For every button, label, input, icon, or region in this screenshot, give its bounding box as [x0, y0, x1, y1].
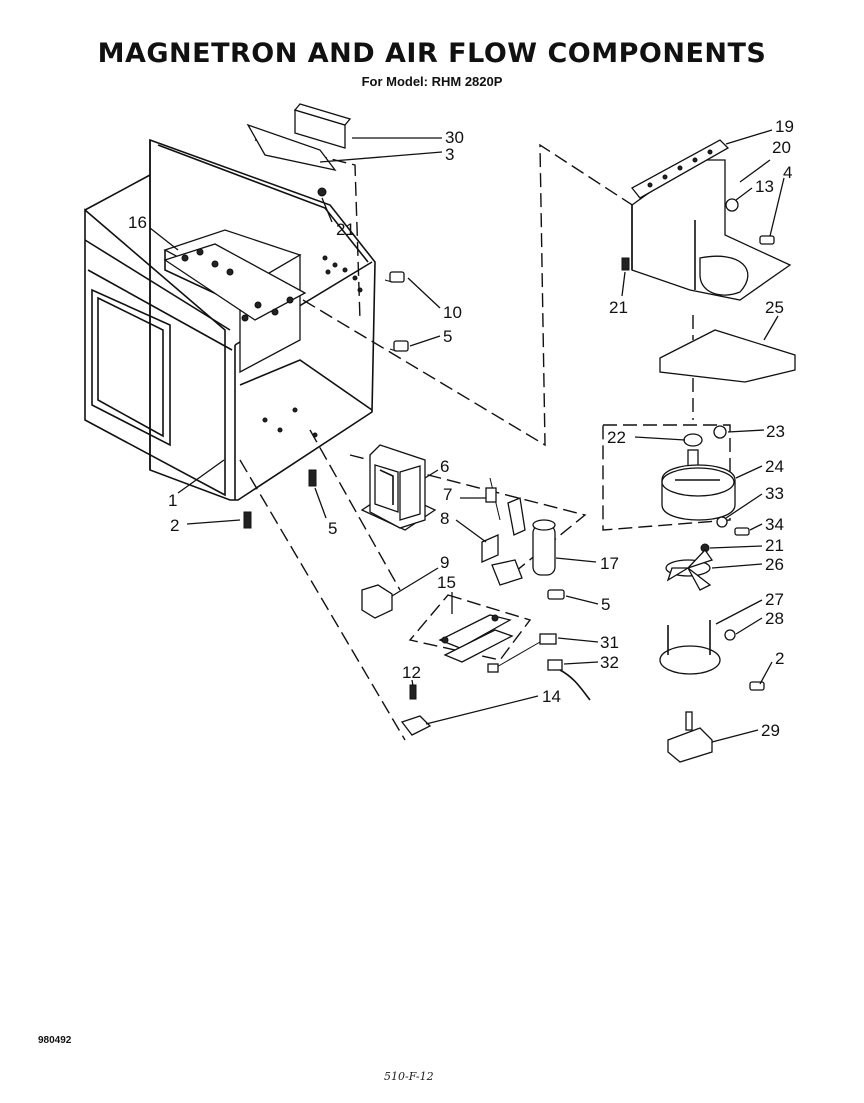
callout-1: 1 — [168, 491, 177, 510]
guide-line — [302, 143, 641, 447]
callout-24: 24 — [765, 457, 784, 476]
callout-5: 5 — [601, 595, 610, 614]
screw-10 — [384, 271, 405, 283]
screw-2-right — [749, 681, 765, 691]
connector-9 — [361, 584, 393, 619]
fan-motor-24 — [661, 449, 736, 521]
callout-15: 15 — [437, 573, 456, 592]
callout-7: 7 — [443, 485, 452, 504]
clip-21-right — [621, 257, 630, 271]
screw-2-left — [243, 511, 252, 529]
callout-27: 27 — [765, 590, 784, 609]
callout-19: 19 — [775, 117, 794, 136]
callout-30: 30 — [445, 128, 464, 147]
bracket-30 — [293, 103, 352, 149]
callout-3: 3 — [445, 145, 454, 164]
callout-33: 33 — [765, 484, 784, 503]
callout-28: 28 — [765, 609, 784, 628]
nut-23 — [713, 425, 727, 439]
screw-34 — [734, 527, 750, 536]
capacitor-17 — [491, 519, 556, 586]
callout-25: 25 — [765, 298, 784, 317]
drawing-code: 980492 — [38, 1035, 72, 1046]
callout-12: 12 — [402, 663, 421, 682]
callout-14: 14 — [542, 687, 561, 706]
callout-34: 34 — [765, 515, 784, 534]
bracket-27 — [659, 620, 721, 675]
guide-line — [408, 594, 532, 661]
callout-4: 4 — [783, 163, 792, 182]
screw-21-top — [317, 187, 327, 197]
wire-32 — [547, 659, 591, 701]
washer-22 — [683, 433, 703, 447]
callout-16: 16 — [128, 213, 147, 232]
callout-2: 2 — [775, 649, 784, 668]
callout-13: 13 — [755, 177, 774, 196]
callout-9: 9 — [440, 553, 449, 572]
air-duct-20 — [631, 159, 792, 301]
plate-3 — [246, 123, 337, 171]
screw-4 — [759, 235, 775, 245]
cabinet-assembly — [84, 138, 376, 501]
bracket-19 — [631, 139, 730, 199]
callout-10: 10 — [443, 303, 462, 322]
callout-21: 21 — [609, 298, 628, 317]
guide-line — [309, 429, 401, 591]
callout-26: 26 — [765, 555, 784, 574]
diode-7 — [485, 477, 526, 536]
callout-5: 5 — [328, 519, 337, 538]
screw-5-mid — [308, 469, 317, 487]
callout-21: 21 — [336, 220, 355, 239]
callout-17: 17 — [600, 554, 619, 573]
diagram-title: MAGNETRON AND AIR FLOW COMPONENTS — [97, 38, 767, 69]
screw-12 — [409, 684, 417, 700]
callout-23: 23 — [766, 422, 785, 441]
shield-25 — [659, 329, 796, 383]
clip-14 — [400, 715, 432, 736]
callout-5: 5 — [443, 327, 452, 346]
guide-line — [239, 459, 406, 741]
callout-6: 6 — [440, 457, 449, 476]
bracket-8 — [481, 534, 499, 563]
guide-line — [254, 139, 361, 321]
callout-8: 8 — [440, 509, 449, 528]
callout-2: 2 — [170, 516, 179, 535]
wire-31 — [487, 633, 557, 673]
callout-32: 32 — [600, 653, 619, 672]
fan-blade-26 — [665, 548, 714, 591]
screw-33 — [716, 516, 728, 528]
callout-31: 31 — [600, 633, 619, 652]
nut-13 — [725, 198, 739, 212]
stirrer-motor-29 — [667, 711, 713, 763]
guide-line — [602, 424, 731, 531]
model-subtitle: For Model: RHM 2820P — [361, 74, 503, 89]
leader-lines — [149, 129, 785, 743]
screw-5-lower — [547, 589, 565, 600]
guide-line — [349, 454, 587, 581]
nut-28 — [724, 629, 736, 641]
board-15 — [438, 614, 514, 663]
screw-5-top — [389, 340, 409, 352]
transformer-6 — [360, 444, 437, 531]
callout-22: 22 — [607, 428, 626, 447]
callout-20: 20 — [772, 138, 791, 157]
handwritten-note: 510-F-12 — [384, 1070, 434, 1083]
callout-29: 29 — [761, 721, 780, 740]
callout-21: 21 — [765, 536, 784, 555]
